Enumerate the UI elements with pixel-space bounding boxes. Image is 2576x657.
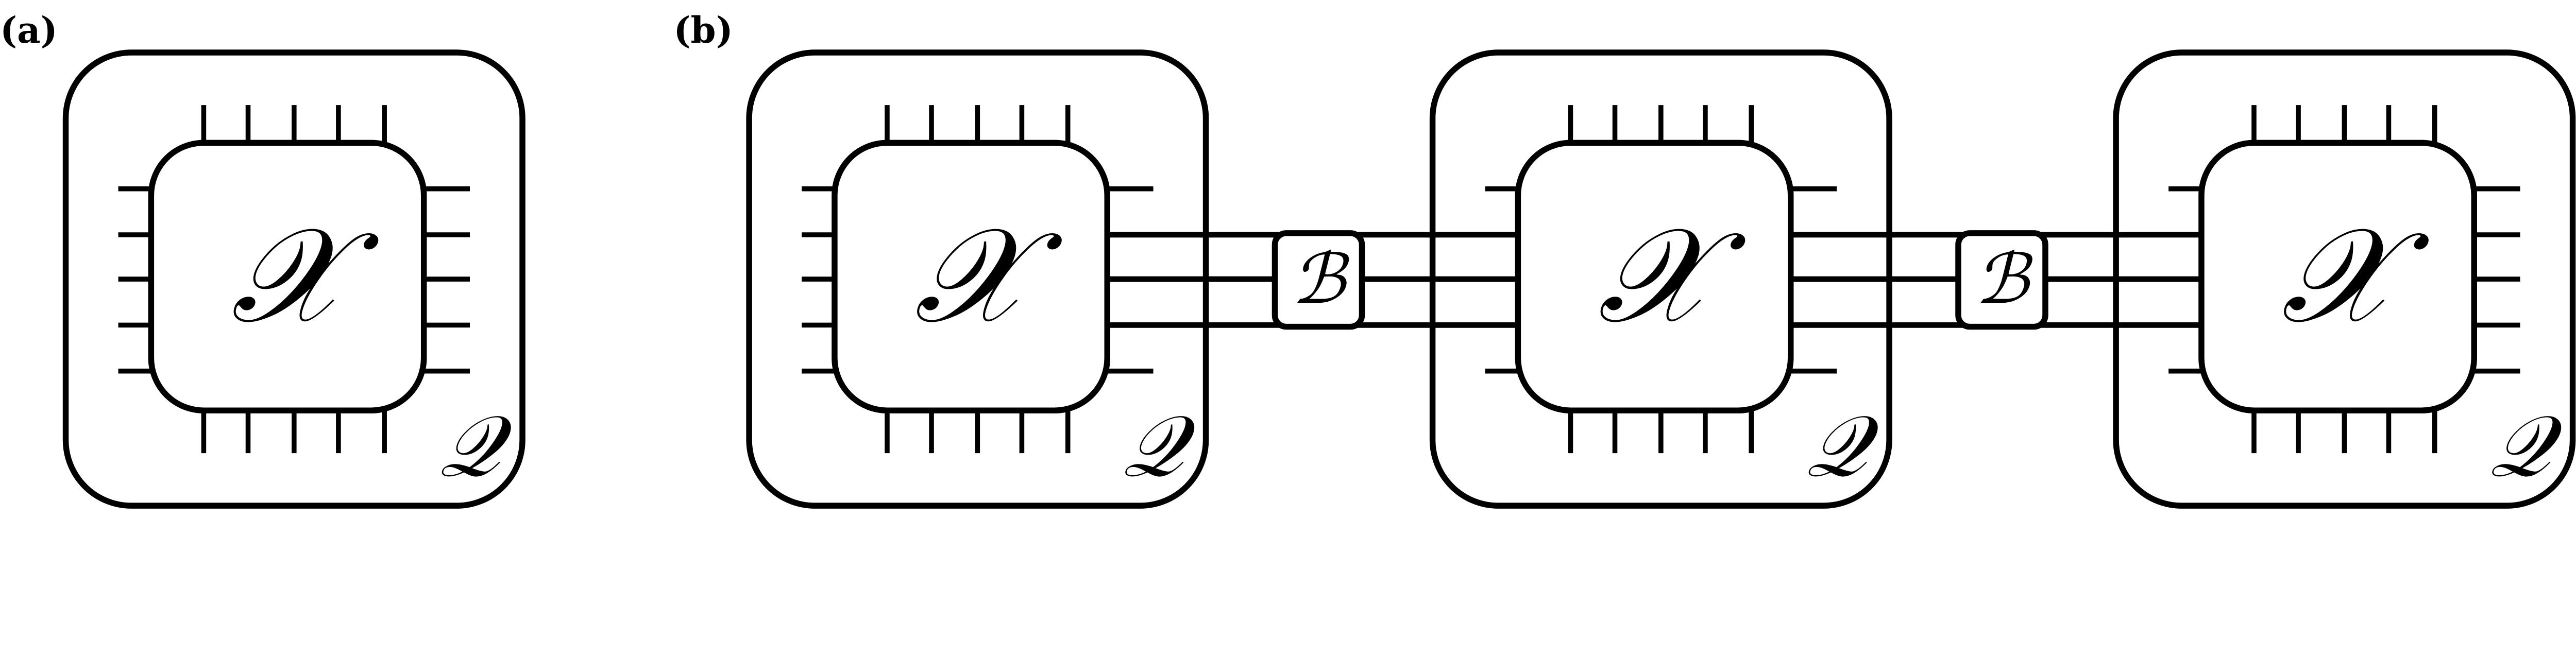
system-boundary <box>62 49 526 509</box>
bus-box-1 <box>1272 230 1365 330</box>
system-symbol: 𝒬 <box>1806 397 1879 496</box>
panel-b-module-1: 𝒳𝒬 <box>746 49 1209 509</box>
diagram: (a) (b) 𝒳𝒬 ℬ ℬ 𝒳𝒬 𝒳𝒬 𝒳𝒬 <box>0 9 2576 509</box>
chip <box>1515 140 1794 413</box>
panel-b-module-3: 𝒳𝒬 <box>2113 49 2576 509</box>
system-symbol: 𝒬 <box>2489 397 2563 496</box>
bus-symbol: ℬ <box>1975 239 2033 319</box>
panel-a-label: (a) <box>0 9 58 51</box>
system-boundary <box>2113 49 2576 509</box>
bus-symbol: ℬ <box>1291 239 1350 319</box>
panel-b-label: (b) <box>673 9 733 51</box>
system-boundary <box>746 49 1209 509</box>
chip <box>148 140 427 413</box>
panel-a-module: 𝒳𝒬 <box>62 49 526 509</box>
system-symbol: 𝒬 <box>1123 397 1196 496</box>
modules-layer: 𝒳𝒬 ℬ ℬ 𝒳𝒬 𝒳𝒬 𝒳𝒬 <box>62 49 2576 509</box>
bus-box-2 <box>1955 230 2048 330</box>
panel-b-module-2: 𝒳𝒬 <box>1429 49 1892 509</box>
chip <box>832 140 1110 413</box>
system-boundary <box>1429 49 1892 509</box>
system-symbol: 𝒬 <box>439 397 512 496</box>
chip <box>2198 140 2478 413</box>
